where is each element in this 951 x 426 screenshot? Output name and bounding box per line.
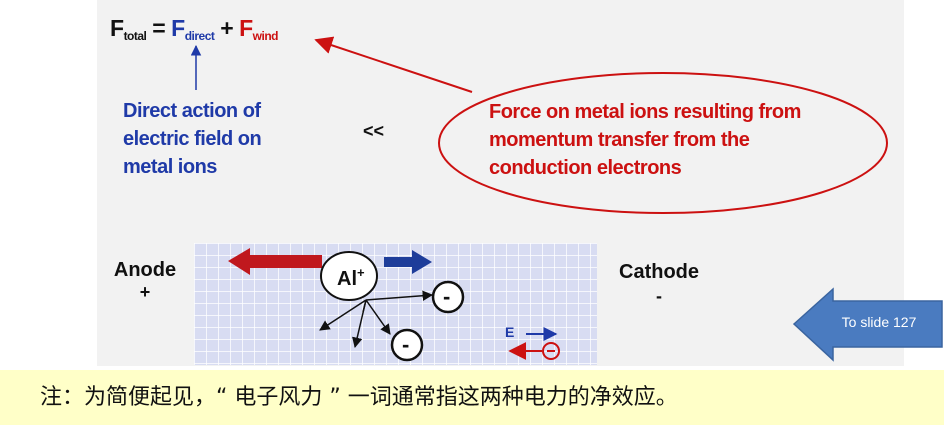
- cathode-label: Cathode -: [619, 261, 699, 306]
- direct-action-line-1: Direct action of: [123, 100, 261, 122]
- scatter-arrow: [319, 299, 367, 331]
- scatter-arrow: [362, 299, 367, 313]
- al-ion: [320, 251, 378, 301]
- direct-action-line-2: electric field on: [123, 128, 262, 150]
- electron-1: [431, 280, 465, 314]
- note-banner: 注：为简便起见，“ 电子风力 ” 一词通常指这两种电力的净效应。: [0, 370, 944, 425]
- wind-force-line-2: momentum transfer from the: [489, 129, 750, 151]
- svg-text:-: -: [443, 284, 450, 309]
- wind-force-line-1: Force on metal ions resulting from: [489, 101, 801, 123]
- direct-force-arrow-head: [412, 250, 432, 274]
- wind-force-arrow-shaft: [246, 255, 322, 268]
- plus-sign: +: [214, 15, 240, 41]
- wind-pointer-arrow: [314, 36, 473, 93]
- electron-legend: [542, 342, 560, 360]
- direct-action-annotation: Direct action of electric field on metal…: [123, 97, 262, 181]
- to-slide-arrow: [792, 287, 943, 362]
- f-total: Ftotal: [110, 15, 147, 43]
- wind-force-ellipse: [438, 72, 888, 214]
- al-ion-label: Al+: [337, 265, 365, 290]
- wind-force-line-3: conduction electrons: [489, 157, 682, 179]
- f-direct: Fdirect: [171, 15, 215, 43]
- equals-sign: =: [146, 15, 172, 41]
- direct-action-line-3: metal ions: [123, 156, 217, 178]
- field-label: E: [505, 324, 515, 340]
- much-less-than: <<: [363, 121, 385, 141]
- wind-force-annotation: Force on metal ions resulting from momen…: [489, 98, 801, 182]
- scatter-arrow: [365, 290, 434, 301]
- scatter-arrow: [365, 299, 391, 335]
- electron-2: [390, 328, 424, 362]
- force-equation: Ftotal = Fdirect + Fwind: [110, 15, 278, 43]
- f-wind: Fwind: [239, 15, 278, 43]
- to-slide-button[interactable]: To slide 127: [841, 314, 917, 330]
- wind-force-arrow-head: [228, 248, 250, 275]
- anode-label: Anode +: [113, 259, 177, 302]
- svg-text:-: -: [402, 332, 409, 357]
- direct-force-arrow-shaft: [384, 257, 414, 267]
